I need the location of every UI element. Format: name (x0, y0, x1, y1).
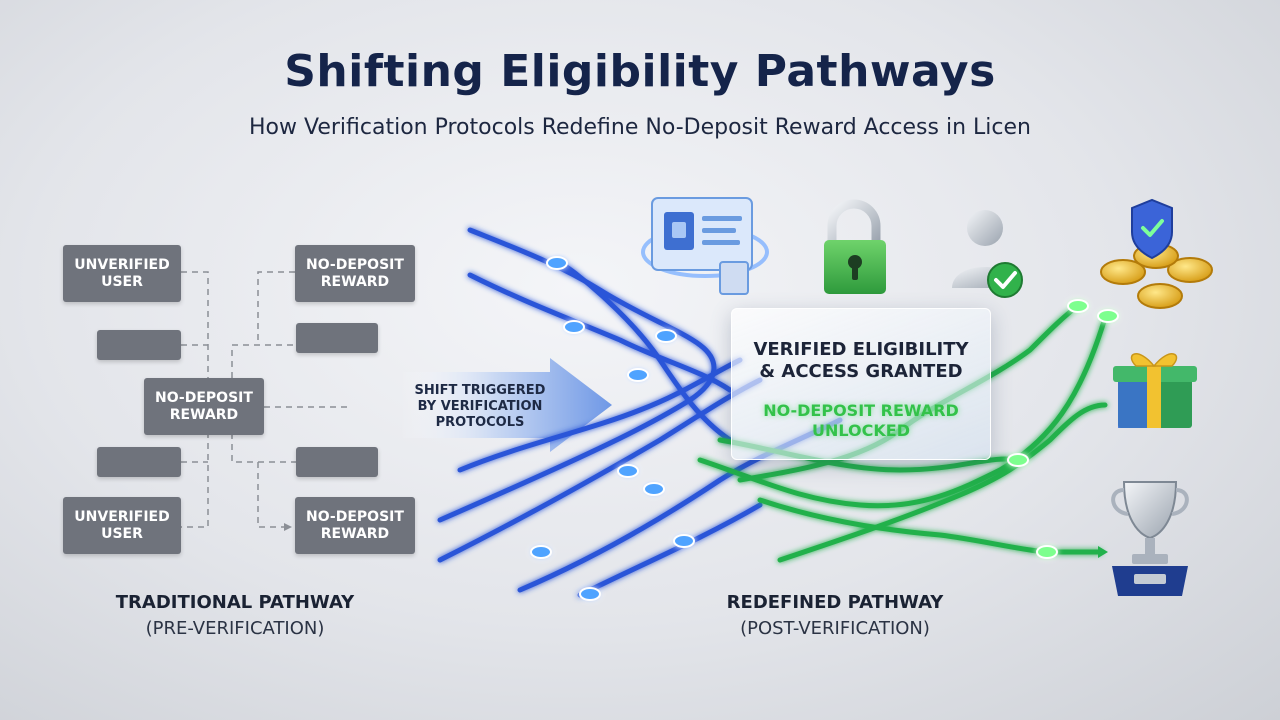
blank-box (296, 447, 378, 477)
no-deposit-reward-box-bottom: NO-DEPOSIT REWARD (295, 497, 415, 554)
blue-node (546, 256, 568, 270)
green-node (1036, 545, 1058, 559)
blue-node (673, 534, 695, 548)
blue-pathways (437, 227, 843, 598)
coins-icon (1100, 198, 1213, 309)
panel-title: VERIFIED ELIGIBILITY & ACCESS GRANTED (753, 339, 969, 382)
blue-node (627, 368, 649, 382)
blue-node (563, 320, 585, 334)
green-arrow-head (1098, 546, 1108, 558)
verified-access-panel: VERIFIED ELIGIBILITY & ACCESS GRANTED NO… (731, 308, 991, 460)
blue-node (530, 545, 552, 559)
green-node (1007, 453, 1029, 467)
trophy-icon (1111, 481, 1189, 596)
page-title: Shifting Eligibility Pathways (284, 46, 996, 97)
blue-node (643, 482, 665, 496)
unverified-user-box-bottom: UNVERIFIED USER (63, 497, 181, 554)
blank-box (97, 330, 181, 360)
page-subtitle: How Verification Protocols Redefine No-D… (249, 115, 1031, 140)
panel-unlocked-label: NO-DEPOSIT REWARD UNLOCKED (763, 401, 959, 440)
green-node (1067, 299, 1089, 313)
no-deposit-reward-box-middle: NO-DEPOSIT REWARD (144, 378, 264, 435)
blue-node (655, 329, 677, 343)
blank-box (97, 447, 181, 477)
green-node (1097, 309, 1119, 323)
traditional-pathway-subtitle: (PRE-VERIFICATION) (145, 618, 325, 639)
unverified-user-box-top: UNVERIFIED USER (63, 245, 181, 302)
verified-user-icon (952, 210, 1023, 298)
redefined-pathway-subtitle: (POST-VERIFICATION) (740, 618, 930, 639)
id-card-icon (641, 197, 769, 295)
no-deposit-reward-box-top: NO-DEPOSIT REWARD (295, 245, 415, 302)
blue-node (617, 464, 639, 478)
traditional-pathway-title: TRADITIONAL PATHWAY (115, 592, 355, 613)
gift-box-icon (1113, 353, 1197, 428)
shift-arrow (400, 358, 612, 452)
redefined-pathway-title: REDEFINED PATHWAY (726, 592, 944, 613)
blank-box (296, 323, 378, 353)
path-nodes (530, 256, 1119, 601)
blue-node (579, 587, 601, 601)
dashed-arrow-head (284, 523, 292, 531)
shift-trigger-label: SHIFT TRIGGERED BY VERIFICATION PROTOCOL… (414, 383, 546, 430)
padlock-icon (824, 199, 886, 294)
